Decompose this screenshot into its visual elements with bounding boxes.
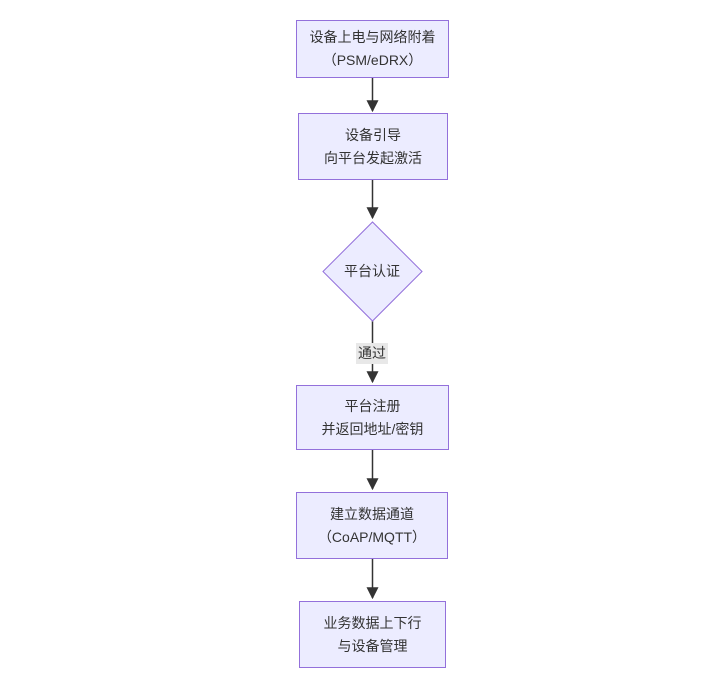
node-text-line: 建立数据通道	[330, 505, 414, 522]
node-data-channel: 建立数据通道 （CoAP/MQTT）	[296, 492, 448, 559]
node-text-line: 业务数据上下行	[323, 614, 422, 631]
node-text-line: 平台注册	[344, 397, 401, 414]
node-text-line: 与设备管理	[337, 637, 408, 654]
node-business-data: 业务数据上下行 与设备管理	[299, 601, 446, 668]
node-text-line: 向平台发起激活	[324, 149, 422, 166]
decision-platform-auth: 平台认证	[321, 220, 423, 322]
node-power-network-attach: 设备上电与网络附着 （PSM/eDRX）	[296, 20, 449, 78]
node-text-line: （PSM/eDRX）	[322, 52, 423, 68]
node-text-line: 设备引导	[345, 126, 401, 143]
node-text-line: （CoAP/MQTT）	[317, 528, 427, 545]
edge-label-pass: 通过	[356, 343, 388, 364]
node-text-line: 设备上电与网络附着	[309, 29, 436, 45]
node-platform-register: 平台注册 并返回地址/密钥	[296, 385, 449, 450]
node-device-bootstrap: 设备引导 向平台发起激活	[298, 113, 448, 180]
node-text-line: 并返回地址/密钥	[321, 420, 424, 437]
node-text-line: 平台认证	[344, 263, 400, 279]
